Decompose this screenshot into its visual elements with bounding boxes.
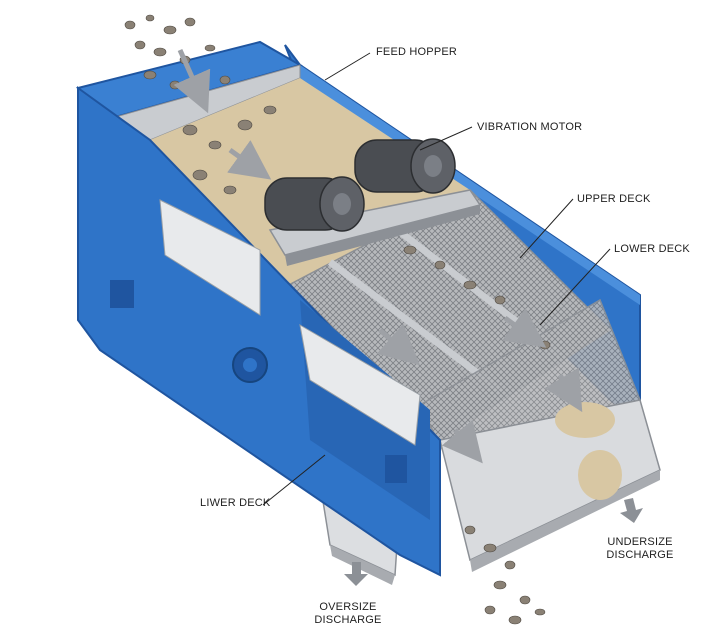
lwer-deck-label: LIWER DECK [200,497,271,509]
leader-lines [262,52,611,506]
oversize-discharge-label: OVERSIZE DISCHARGE [312,601,384,627]
undersize-discharge-label: UNDERSIZE DISCHARGE [604,536,676,562]
vibration-motor-right [354,138,456,194]
left-side-wall [77,86,441,577]
feed-hopper-label: FEED HOPPER [376,46,458,58]
oversize-label-line1: OVERSIZE [319,601,377,613]
motor-beam [268,189,482,266]
lower-deck-label: LOWER DECK [614,243,690,255]
vibration-motor-label: VIBRATION MOTOR [477,121,583,133]
undersize-label-line2: DISCHARGE [606,549,674,561]
discharge-arrows [344,498,643,586]
undersize-label-line1: UNDERSIZE [607,536,673,548]
oversize-label-line2: DISCHARGE [314,614,382,626]
upper-deck-label: UPPER DECK [577,193,651,205]
flow-arrows [173,48,583,464]
vibration-motor-left [264,176,365,232]
